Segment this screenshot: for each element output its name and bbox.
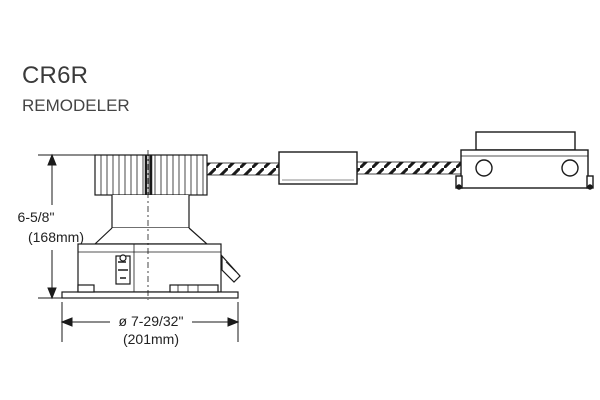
trim-flange <box>61 284 239 299</box>
model-title: CR6R <box>22 62 89 89</box>
diameter-dimension-line <box>60 302 240 342</box>
torsion-spring <box>221 254 241 283</box>
trim-housing <box>77 243 222 293</box>
model-subtitle: REMODELER <box>22 96 130 115</box>
height-dimension-line <box>38 153 95 300</box>
height-metric-label: (168mm) <box>28 229 84 245</box>
housing-neck <box>93 195 209 245</box>
diameter-metric-label: (201mm) <box>123 331 179 347</box>
mounting-clip <box>115 254 131 285</box>
diameter-imperial-label: ø 7-29/32" <box>119 313 184 329</box>
driver-box <box>278 151 358 185</box>
height-imperial-label: 6-5/8" <box>18 209 55 225</box>
flex-conduit-right <box>356 161 462 175</box>
heat-sink <box>94 154 208 196</box>
flex-conduit-left <box>206 162 280 176</box>
junction-box <box>455 131 594 190</box>
